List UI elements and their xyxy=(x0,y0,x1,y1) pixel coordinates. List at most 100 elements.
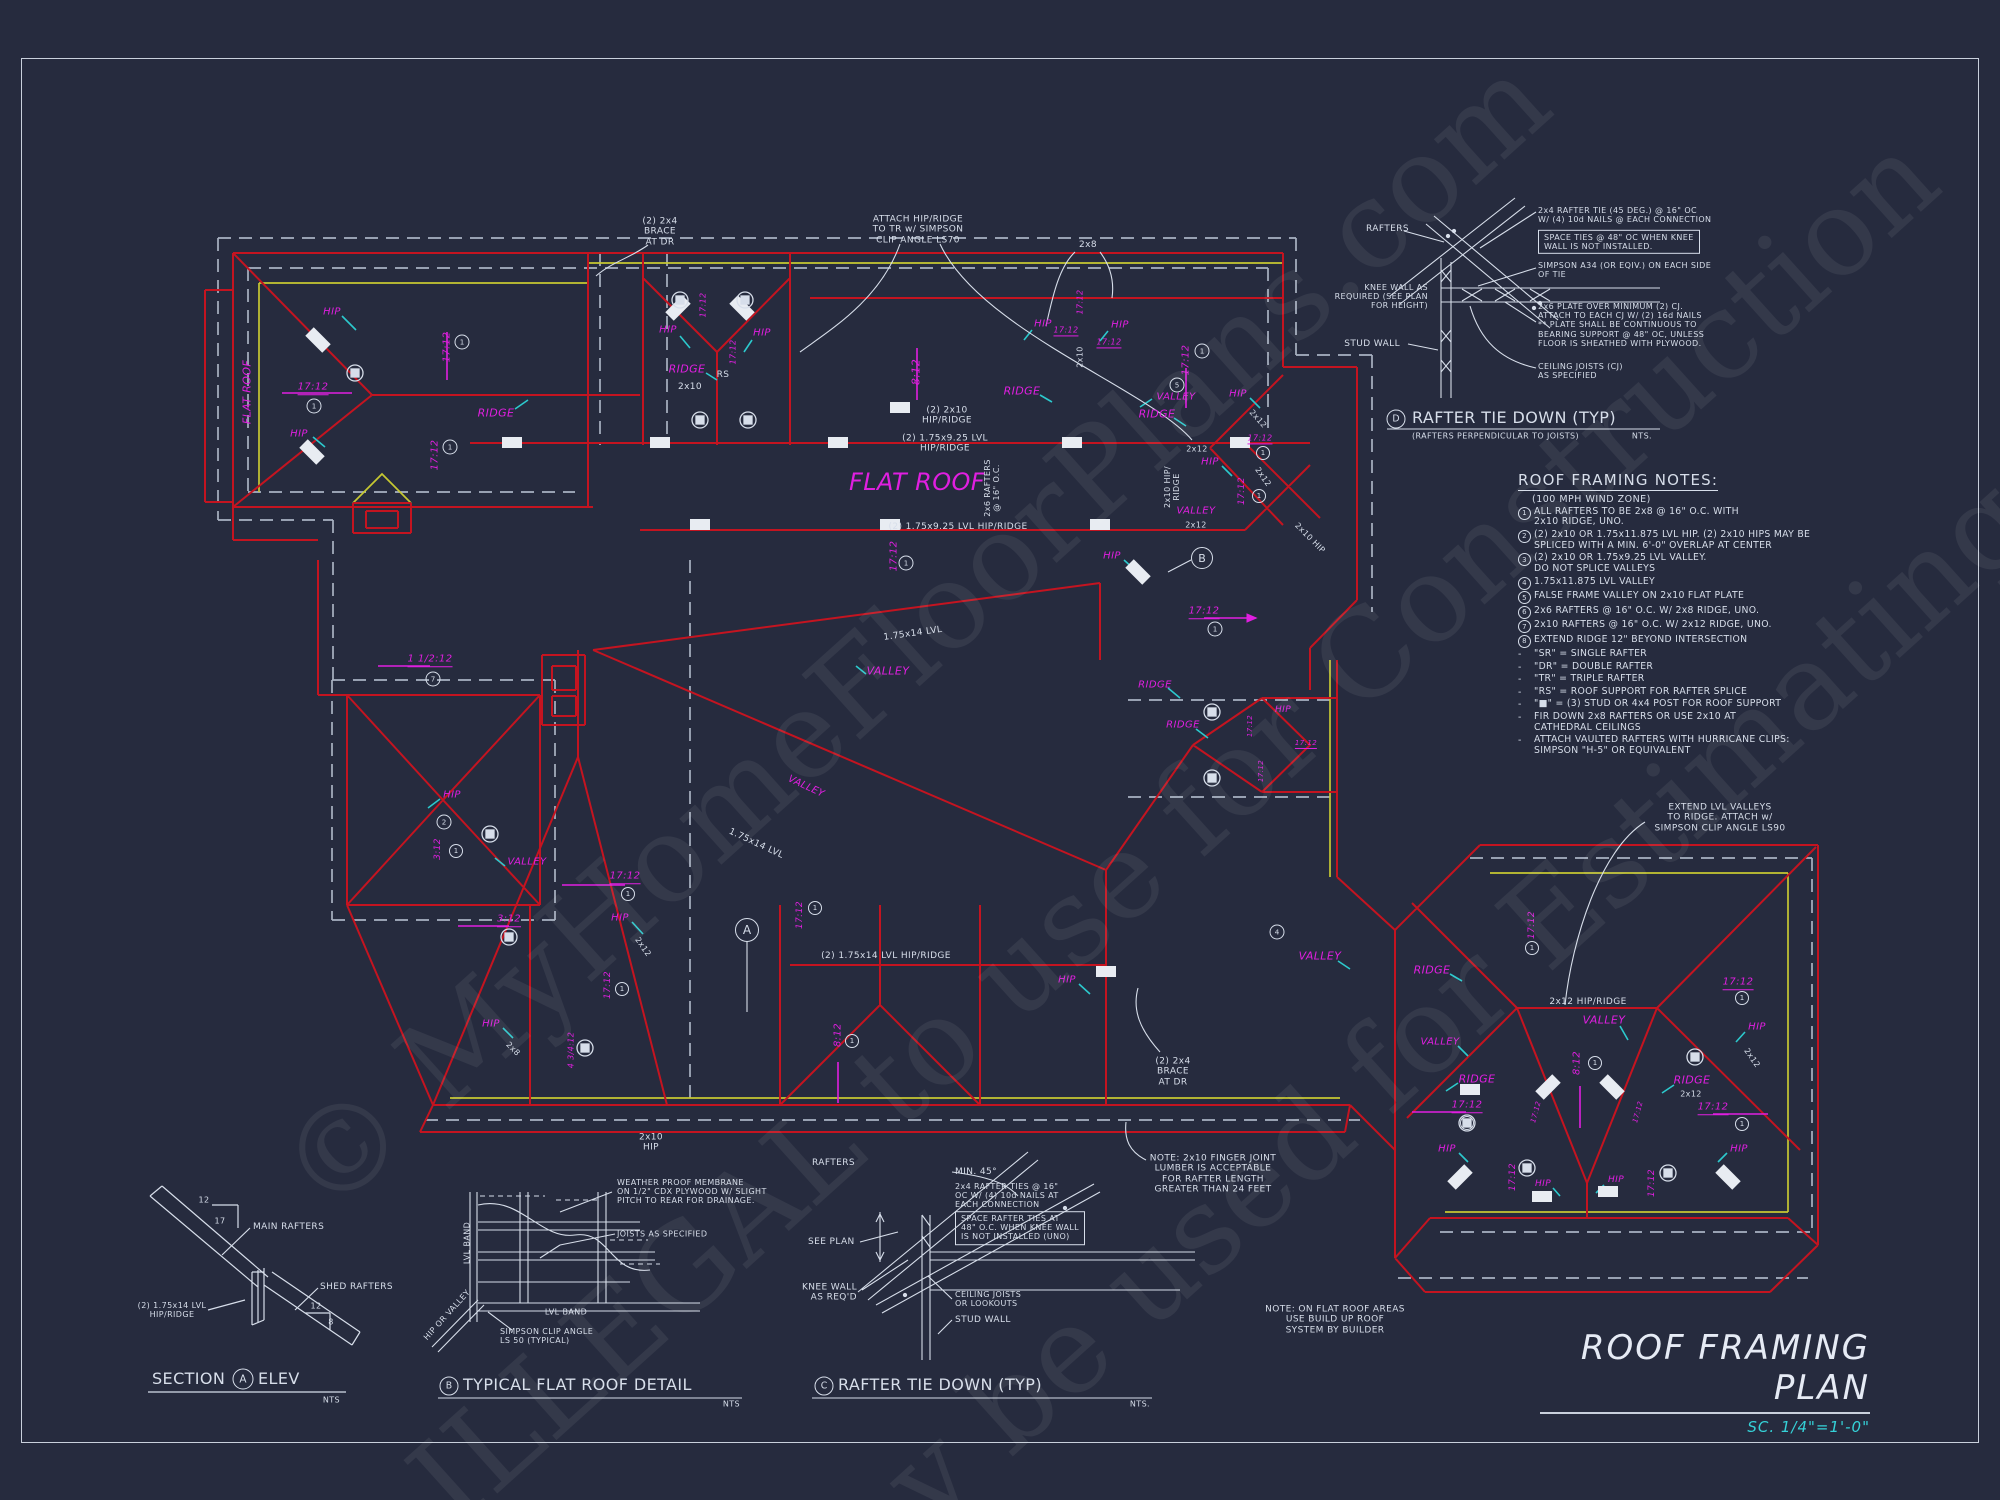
callout-bubble: B xyxy=(439,1376,459,1396)
plan-label: LVL BAND xyxy=(462,1221,472,1265)
plan-label: VALLEY xyxy=(507,856,547,868)
note-leaders xyxy=(595,243,1646,1161)
plan-label: 17:12 xyxy=(1236,477,1247,505)
plan-label: 17:12 xyxy=(1180,344,1192,376)
plan-label: HIP xyxy=(1111,319,1129,331)
plan-label: 8 xyxy=(328,1317,334,1327)
callout-bubble: D xyxy=(1386,409,1406,429)
plan-label: 17:12 xyxy=(1294,739,1318,750)
plan-label: 17:12 xyxy=(1451,1099,1483,1113)
plan-label: HIP xyxy=(1748,1021,1766,1033)
plan-label: HIP xyxy=(1058,974,1076,986)
plan-label: HIP xyxy=(1229,388,1247,400)
plan-label: 4 3/4:12 xyxy=(566,1031,576,1069)
plan-label: 17:12 xyxy=(1646,1169,1657,1197)
plan-label: HIP xyxy=(1607,1174,1625,1185)
callout-bubble: B xyxy=(1191,547,1213,569)
notes-title: ROOF FRAMING NOTES: xyxy=(1518,471,1719,491)
slope-arrows xyxy=(282,332,1768,1128)
plan-label: CEILING JOISTS (CJ)AS SPECIFIED xyxy=(1538,361,1623,380)
callout-bubble: 1 xyxy=(1252,489,1266,503)
plan-label: 12 xyxy=(310,1301,322,1311)
callout-bubble: 1 xyxy=(1207,621,1223,637)
plan-label: RS xyxy=(716,369,730,380)
notes-subtitle: (100 MPH WIND ZONE) xyxy=(1532,494,1651,505)
callout-bubble: 1 xyxy=(454,334,470,350)
callout-bubble: 1 xyxy=(449,844,463,858)
plan-label: 17:12 xyxy=(1075,289,1085,315)
plan-label: HIP xyxy=(1103,550,1121,562)
note-item: -"RS" = ROOF SUPPORT FOR RAFTER SPLICE xyxy=(1518,685,1748,698)
callout-bubble: 1 xyxy=(1194,343,1210,359)
plan-label: 8:12 xyxy=(832,1022,844,1048)
plan-label: (2) 1.75x9.25 LVL HIP/RIDGE xyxy=(888,521,1028,532)
plan-label: 17:12 xyxy=(1053,325,1079,337)
plan-label: SECTION xyxy=(152,1368,226,1388)
plan-label: 3:12 xyxy=(432,838,443,860)
plan-label: HIP xyxy=(1730,1143,1748,1155)
plan-label: 17:12 xyxy=(429,439,441,471)
callout-bubble: 5 xyxy=(1169,377,1185,393)
rafter-tie-down-d-geometry xyxy=(1387,197,1660,430)
plan-label: 17:12 xyxy=(1096,337,1122,349)
plan-label: 3:12 xyxy=(496,913,522,927)
plan-label: 17:12 xyxy=(1697,1101,1729,1115)
plan-label: MIN. 45° xyxy=(955,1166,998,1177)
callout-bubble: 1 xyxy=(808,901,822,915)
plan-label: LVL BAND xyxy=(544,1307,588,1317)
plan-label: RIDGE xyxy=(477,406,515,420)
roof-framing-notes: ROOF FRAMING NOTES: (100 MPH WIND ZONE) … xyxy=(1518,470,1858,757)
plan-label: RAFTERS xyxy=(812,1157,856,1168)
callout-bubble: 1 xyxy=(1460,1116,1474,1130)
plan-label: RIDGE xyxy=(1458,1072,1496,1086)
title-block: ROOF FRAMING PLAN SC. 1/4"=1'-0" xyxy=(1540,1328,1870,1436)
callout-bubble: A xyxy=(232,1368,254,1390)
plan-label: 17 xyxy=(214,1216,226,1226)
plan-label: NTS xyxy=(322,1395,340,1405)
note-item: -"TR" = TRIPLE RAFTER xyxy=(1518,673,1645,686)
plan-label: RIDGE xyxy=(1166,719,1200,731)
plan-label: TYPICAL FLAT ROOF DETAIL xyxy=(463,1374,692,1394)
plan-label: HIP xyxy=(482,1018,500,1030)
callout-bubble: 1 xyxy=(1588,1056,1602,1070)
plan-label: JOISTS AS SPECIFIED xyxy=(617,1229,708,1239)
plan-label: NTS. xyxy=(1129,1399,1150,1409)
callout-bubble: 4 xyxy=(1269,924,1285,940)
plan-label: 17:12 xyxy=(1722,976,1754,990)
plan-label: RAFTER TIE DOWN (TYP) xyxy=(838,1374,1042,1394)
plan-label: RIDGE xyxy=(1413,963,1451,977)
plan-label: STUD WALL xyxy=(955,1314,1011,1325)
plan-label: 17:12 xyxy=(1256,759,1265,783)
plan-label: 2x6 RAFTERS@ 16" O.C. xyxy=(982,459,1001,517)
callout-bubble: 1 xyxy=(1735,991,1749,1005)
label-leader-hooks xyxy=(312,315,1746,1197)
plan-label: HIP xyxy=(443,789,461,801)
plan-label: 17:12 xyxy=(609,870,641,884)
plan-label: RIDGE xyxy=(1673,1073,1711,1087)
plan-label: 17:12 xyxy=(728,339,738,365)
plan-label: VALLEY xyxy=(1582,1013,1626,1027)
note-item: -"SR" = SINGLE RAFTER xyxy=(1518,648,1648,661)
plan-label: 17:12 xyxy=(297,381,329,395)
plan-label: 8:12 xyxy=(1571,1050,1583,1076)
callout-bubble: C xyxy=(814,1376,834,1396)
plan-label: NTS xyxy=(722,1399,740,1409)
plan-label: (RAFTERS PERPENDICULAR TO JOISTS) xyxy=(1412,431,1579,441)
